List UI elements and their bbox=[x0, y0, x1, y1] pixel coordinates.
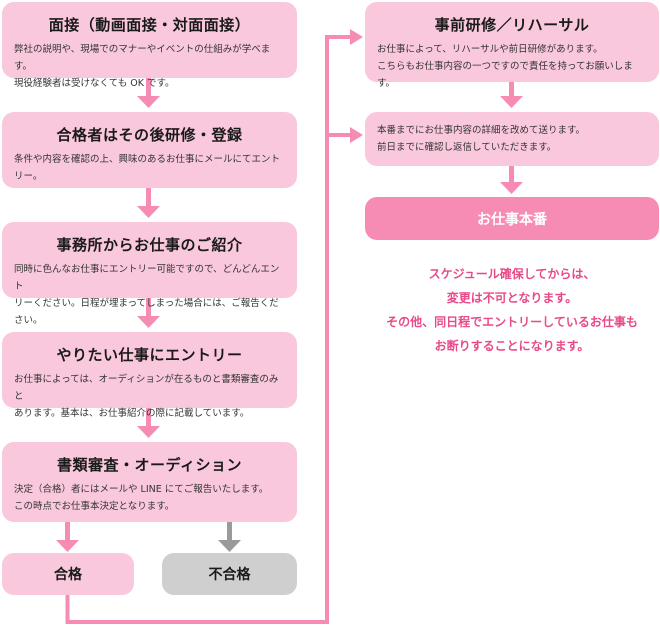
schedule-note: スケジュール確保してからは、 変更は不可となります。 その他、同日程でエントリー… bbox=[386, 267, 638, 353]
outcome-pass: 合格 bbox=[2, 553, 134, 595]
arrow-to-pass bbox=[56, 522, 79, 552]
outcome-fail: 不合格 bbox=[162, 553, 297, 595]
arrow-step4-to-step5 bbox=[137, 406, 160, 438]
step-description: 本番までにお仕事内容の詳細を改めて送ります。 前日までに確認し返信していただきま… bbox=[377, 125, 586, 153]
step-rehearsal: 事前研修／リハーサル お仕事によって、リハーサルや前日研修があります。 こちらも… bbox=[365, 2, 659, 89]
step-title: 事務所からお仕事のご紹介 bbox=[56, 236, 243, 254]
arrow-into-rehearsal bbox=[350, 29, 363, 45]
step-title: 事前研修／リハーサル bbox=[434, 16, 590, 34]
arrow-into-details bbox=[350, 127, 363, 143]
step-job-introduction: 事務所からお仕事のご紹介 同時に色んなお仕事にエントリー可能ですので、どんどんエ… bbox=[2, 222, 297, 326]
step-title: やりたい仕事にエントリー bbox=[56, 346, 243, 364]
step-description: 弊社の説明や、現場でのマナーやイベントの仕組みが学べます。 現役経験者は受けなく… bbox=[14, 44, 271, 89]
step-job-details: 本番までにお仕事内容の詳細を改めて送ります。 前日までに確認し返信していただきま… bbox=[365, 112, 659, 166]
step-description: 条件や内容を確認の上、興味のあるお仕事にメールにてエント リー。 bbox=[14, 154, 281, 182]
step-description: お仕事によっては、オーディションが在るものと書類審査のみと あります。基本は、お… bbox=[14, 374, 279, 419]
step-description: 同時に色んなお仕事にエントリー可能ですので、どんどんエント リーください。日程が… bbox=[14, 264, 280, 326]
step-job-entry: やりたい仕事にエントリー お仕事によっては、オーディションが在るものと書類審査の… bbox=[2, 332, 297, 419]
step-title: 書類審査・オーディション bbox=[57, 456, 242, 474]
step-screening-audition: 書類審査・オーディション 決定（合格）者にはメールや LINE にてご報告いたし… bbox=[2, 442, 297, 522]
step-interview: 面接（動画面接・対面面接） 弊社の説明や、現場でのマナーやイベントの仕組みが学べ… bbox=[2, 2, 297, 89]
arrow-details-to-final bbox=[500, 164, 523, 194]
step-title: 合格者はその後研修・登録 bbox=[56, 126, 243, 144]
pass-to-right-connector bbox=[65, 35, 352, 624]
step-final-job: お仕事本番 bbox=[365, 197, 659, 240]
step-training-registration: 合格者はその後研修・登録 条件や内容を確認の上、興味のあるお仕事にメールにてエン… bbox=[2, 112, 297, 188]
arrow-rehearsal-to-details bbox=[500, 80, 523, 108]
arrow-to-fail bbox=[218, 522, 241, 552]
step-description: 決定（合格）者にはメールや LINE にてご報告いたします。 この時点でお仕事本… bbox=[14, 484, 269, 512]
step-title: 面接（動画面接・対面面接） bbox=[48, 16, 251, 34]
arrow-step1-to-step2 bbox=[137, 76, 160, 108]
arrow-step3-to-step4 bbox=[137, 296, 160, 328]
step-description: お仕事によって、リハーサルや前日研修があります。 こちらもお仕事内容の一つですの… bbox=[377, 44, 633, 89]
arrow-step2-to-step3 bbox=[137, 186, 160, 218]
